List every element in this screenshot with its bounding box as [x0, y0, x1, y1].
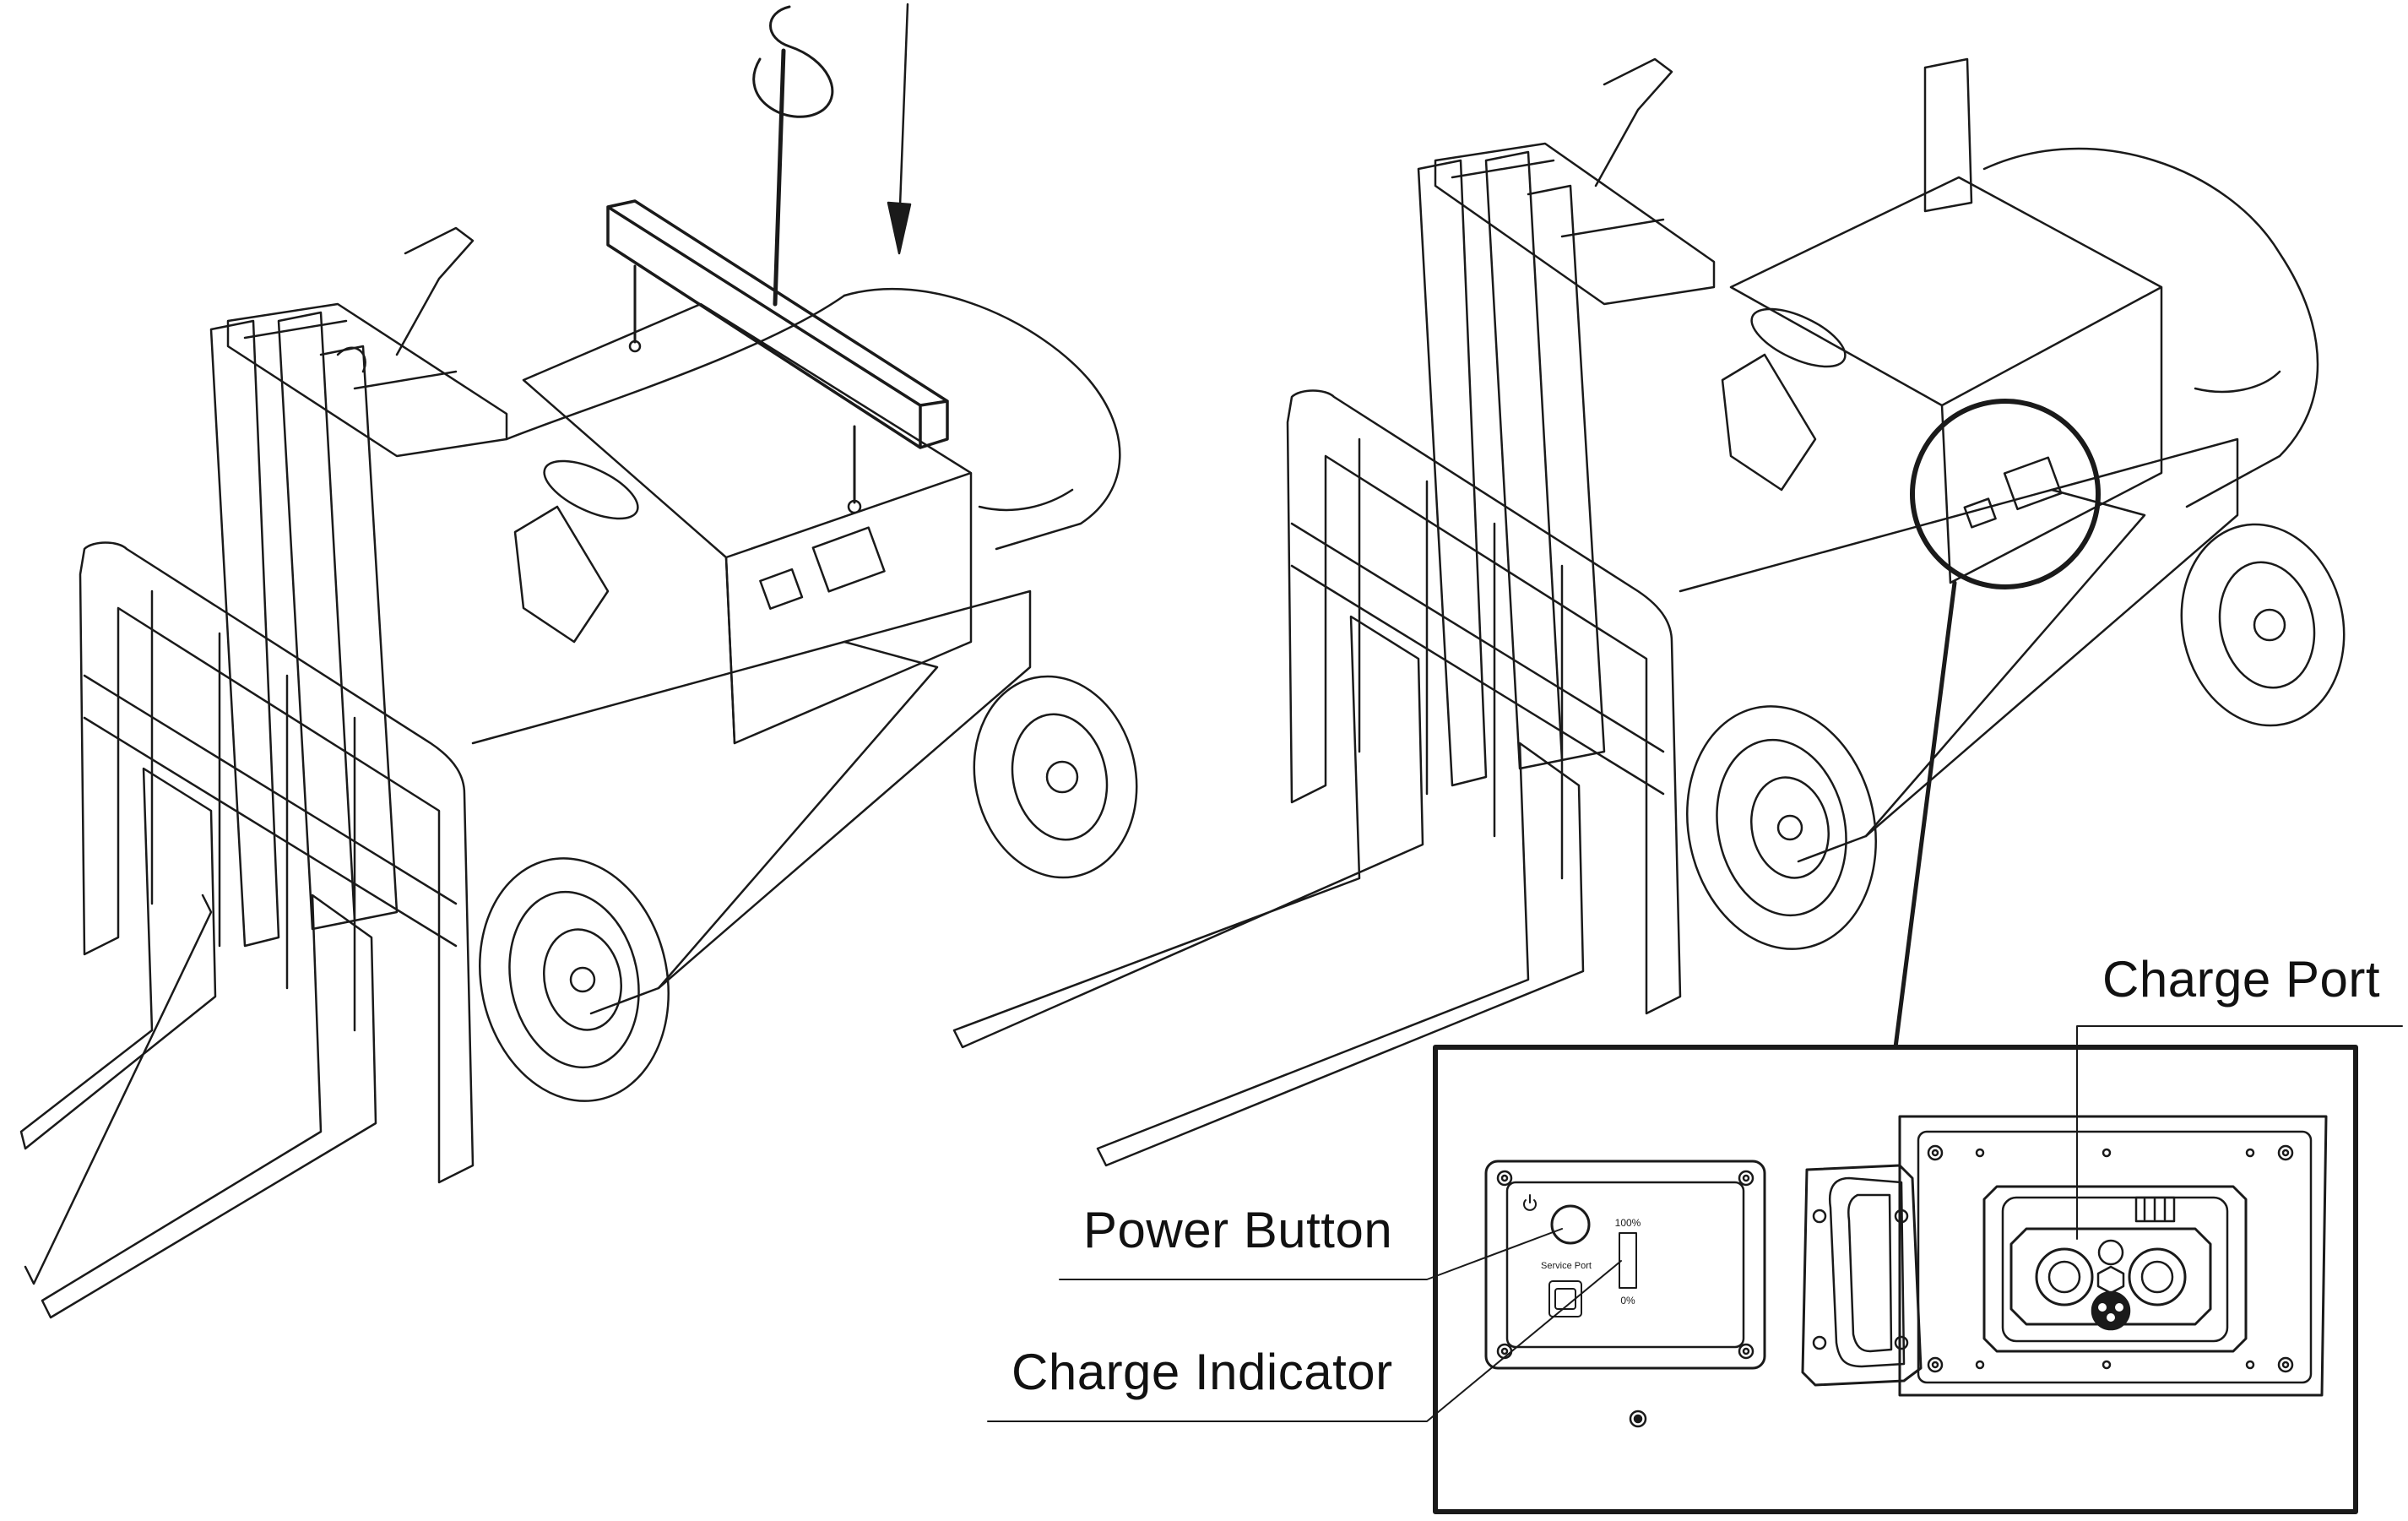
- forklift-left: [19, 3, 1138, 1319]
- arrow-down-icon: [887, 201, 912, 255]
- battery-box-right: [1729, 176, 2163, 584]
- crane-hook-icon: [752, 5, 834, 118]
- service-port-label: Service Port: [1541, 1261, 1592, 1271]
- charge-level-empty-label: 0%: [1620, 1295, 1635, 1306]
- callout-charge-indicator: Charge Indicator: [1011, 1344, 1393, 1400]
- charge-level-full-label: 100%: [1615, 1217, 1641, 1229]
- wheel-rear-right: [2180, 523, 2346, 727]
- detail-magnifier-circle: [1910, 399, 2101, 589]
- forklift-right: [952, 57, 2346, 1167]
- detail-inset: [987, 1025, 2403, 1514]
- detail-inset-frame: [1433, 1045, 2358, 1514]
- charge-port-socket[interactable]: [2009, 1227, 2212, 1326]
- wheel-front-left: [479, 857, 670, 1102]
- charge-port-cover: [1801, 1164, 1923, 1387]
- charge-indicator-bar: [1619, 1232, 1637, 1289]
- callout-leaders: [987, 1025, 2403, 1422]
- wheel-front-right: [1686, 705, 1877, 950]
- callout-charge-port: Charge Port: [2102, 951, 2380, 1008]
- power-button[interactable]: [1550, 1204, 1591, 1245]
- battery-box-left: [522, 302, 973, 745]
- power-icon: [1523, 1194, 1537, 1211]
- wheel-rear-left: [973, 675, 1138, 879]
- lifting-beam: [606, 199, 949, 449]
- callout-power-button: Power Button: [1083, 1202, 1393, 1258]
- service-port[interactable]: [1548, 1280, 1582, 1317]
- charge-port-plate: [1898, 1115, 2328, 1397]
